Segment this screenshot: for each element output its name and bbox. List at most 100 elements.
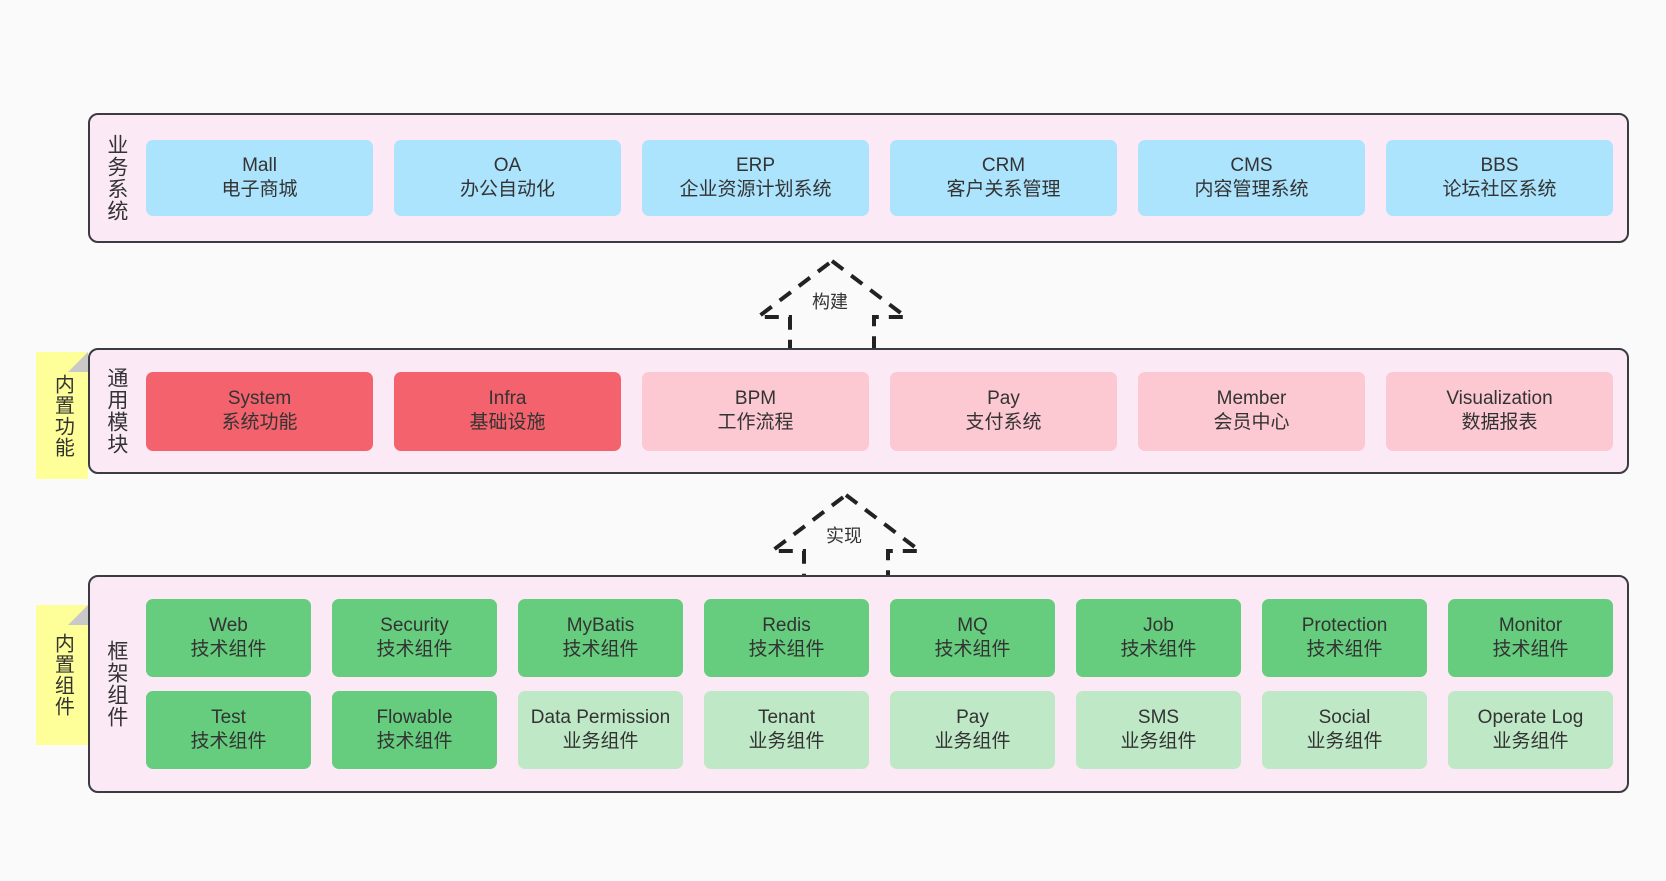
card-title-en: BPM: [734, 388, 777, 410]
card-title-en: OA: [493, 155, 522, 177]
layer-title-business-systems: 业务系统: [104, 134, 128, 222]
card-title-en: Flowable: [376, 707, 453, 729]
framework-card-security[interactable]: Security 技术组件: [332, 599, 497, 677]
card-title-en: Operate Log: [1477, 707, 1584, 729]
business-row-1: Mall 电子商城 OA 办公自动化 ERP 企业资源计划系统 CRM 客户关系…: [146, 140, 1613, 216]
card-title-en: SMS: [1137, 707, 1180, 729]
layer-body-business-systems: Mall 电子商城 OA 办公自动化 ERP 企业资源计划系统 CRM 客户关系…: [142, 115, 1627, 241]
business-card-mall[interactable]: Mall 电子商城: [146, 140, 373, 216]
common-card-visualization[interactable]: Visualization 数据报表: [1386, 371, 1613, 451]
card-title-cn: 技术组件: [376, 731, 453, 752]
card-title-cn: 业务组件: [1120, 731, 1197, 752]
card-title-cn: 业务组件: [934, 731, 1011, 752]
card-title-cn: 技术组件: [1306, 639, 1383, 660]
framework-card-tenant[interactable]: Tenant 业务组件: [704, 691, 869, 769]
card-title-en: Data Permission: [530, 707, 671, 729]
common-row-1: System 系统功能 Infra 基础设施 BPM 工作流程 Pay 支付系统…: [146, 371, 1613, 451]
card-title-cn: 工作流程: [717, 412, 794, 433]
connector-implement-label: 实现: [826, 526, 862, 546]
note-label: 内置功能: [51, 373, 74, 458]
card-title-cn: 支付系统: [965, 412, 1042, 433]
common-card-system[interactable]: System 系统功能: [146, 371, 373, 451]
layer-body-common-modules: System 系统功能 Infra 基础设施 BPM 工作流程 Pay 支付系统…: [142, 350, 1627, 472]
connector-build-label: 构建: [812, 292, 848, 312]
common-card-infra[interactable]: Infra 基础设施: [394, 371, 621, 451]
card-title-en: BBS: [1480, 155, 1519, 177]
card-title-en: Tenant: [757, 707, 816, 729]
card-title-cn: 数据报表: [1461, 412, 1538, 433]
card-title-cn: 电子商城: [221, 179, 298, 200]
card-title-en: Redis: [762, 615, 811, 637]
framework-card-web[interactable]: Web 技术组件: [146, 599, 311, 677]
card-title-cn: 技术组件: [748, 639, 825, 660]
framework-card-test[interactable]: Test 技术组件: [146, 691, 311, 769]
card-title-cn: 基础设施: [469, 412, 546, 433]
card-title-cn: 业务组件: [1306, 731, 1383, 752]
card-title-en: CRM: [981, 155, 1026, 177]
card-title-cn: 会员中心: [1213, 412, 1290, 433]
card-title-cn: 业务组件: [1492, 731, 1569, 752]
card-title-en: Member: [1216, 388, 1287, 410]
card-title-en: Security: [380, 615, 449, 637]
note-label: 内置组件: [51, 633, 74, 717]
common-card-pay[interactable]: Pay 支付系统: [890, 371, 1117, 451]
business-card-oa[interactable]: OA 办公自动化: [394, 140, 621, 216]
card-title-en: MyBatis: [566, 615, 635, 637]
business-card-cms[interactable]: CMS 内容管理系统: [1138, 140, 1365, 216]
business-card-bbs[interactable]: BBS 论坛社区系统: [1386, 140, 1613, 216]
card-title-cn: 技术组件: [190, 639, 267, 660]
card-title-en: CMS: [1230, 155, 1273, 177]
card-title-cn: 内容管理系统: [1194, 179, 1309, 200]
card-title-en: Infra: [488, 388, 527, 410]
card-title-cn: 企业资源计划系统: [679, 179, 832, 200]
layer-common-modules: 通用模块 System 系统功能 Infra 基础设施 BPM 工作流程 Pay…: [88, 348, 1629, 474]
card-title-cn: 业务组件: [562, 731, 639, 752]
layer-title-common-modules: 通用模块: [104, 367, 128, 455]
framework-row-2: Test 技术组件 Flowable 技术组件 Data Permission …: [146, 691, 1613, 769]
card-title-cn: 技术组件: [190, 731, 267, 752]
layer-framework-components: 框架组件 Web 技术组件 Security 技术组件 MyBatis 技术组件…: [88, 575, 1629, 793]
card-title-en: ERP: [735, 155, 776, 177]
framework-card-redis[interactable]: Redis 技术组件: [704, 599, 869, 677]
business-card-crm[interactable]: CRM 客户关系管理: [890, 140, 1117, 216]
card-title-cn: 技术组件: [1120, 639, 1197, 660]
card-title-cn: 业务组件: [748, 731, 825, 752]
card-title-cn: 技术组件: [934, 639, 1011, 660]
framework-card-monitor[interactable]: Monitor 技术组件: [1448, 599, 1613, 677]
card-title-en: Visualization: [1446, 388, 1553, 410]
framework-card-sms[interactable]: SMS 业务组件: [1076, 691, 1241, 769]
layer-title-framework-components: 框架组件: [104, 640, 128, 728]
common-card-member[interactable]: Member 会员中心: [1138, 371, 1365, 451]
note-builtin-component[interactable]: 内置组件: [36, 605, 88, 745]
framework-card-pay[interactable]: Pay 业务组件: [890, 691, 1055, 769]
framework-card-operate-log[interactable]: Operate Log 业务组件: [1448, 691, 1613, 769]
card-title-en: System: [227, 388, 292, 410]
card-title-cn: 客户关系管理: [946, 179, 1061, 200]
layer-business-systems: 业务系统 Mall 电子商城 OA 办公自动化 ERP 企业资源计划系统 CRM…: [88, 113, 1629, 243]
card-title-en: Mall: [242, 155, 277, 177]
card-title-cn: 技术组件: [376, 639, 453, 660]
framework-card-mq[interactable]: MQ 技术组件: [890, 599, 1055, 677]
card-title-en: MQ: [957, 615, 988, 637]
card-title-en: Web: [209, 615, 248, 637]
card-title-cn: 技术组件: [562, 639, 639, 660]
framework-card-data-permission[interactable]: Data Permission 业务组件: [518, 691, 683, 769]
framework-card-social[interactable]: Social 业务组件: [1262, 691, 1427, 769]
common-card-bpm[interactable]: BPM 工作流程: [642, 371, 869, 451]
card-title-en: Pay: [987, 388, 1020, 410]
business-card-erp[interactable]: ERP 企业资源计划系统: [642, 140, 869, 216]
card-title-cn: 论坛社区系统: [1442, 179, 1557, 200]
card-title-en: Job: [1143, 615, 1174, 637]
framework-card-mybatis[interactable]: MyBatis 技术组件: [518, 599, 683, 677]
framework-card-job[interactable]: Job 技术组件: [1076, 599, 1241, 677]
card-title-cn: 办公自动化: [459, 179, 555, 200]
note-builtin-function[interactable]: 内置功能: [36, 352, 88, 479]
card-title-en: Pay: [956, 707, 989, 729]
card-title-en: Social: [1318, 707, 1371, 729]
card-title-cn: 技术组件: [1492, 639, 1569, 660]
framework-card-protection[interactable]: Protection 技术组件: [1262, 599, 1427, 677]
framework-card-flowable[interactable]: Flowable 技术组件: [332, 691, 497, 769]
framework-row-1: Web 技术组件 Security 技术组件 MyBatis 技术组件 Redi…: [146, 599, 1613, 677]
card-title-en: Test: [211, 707, 246, 729]
